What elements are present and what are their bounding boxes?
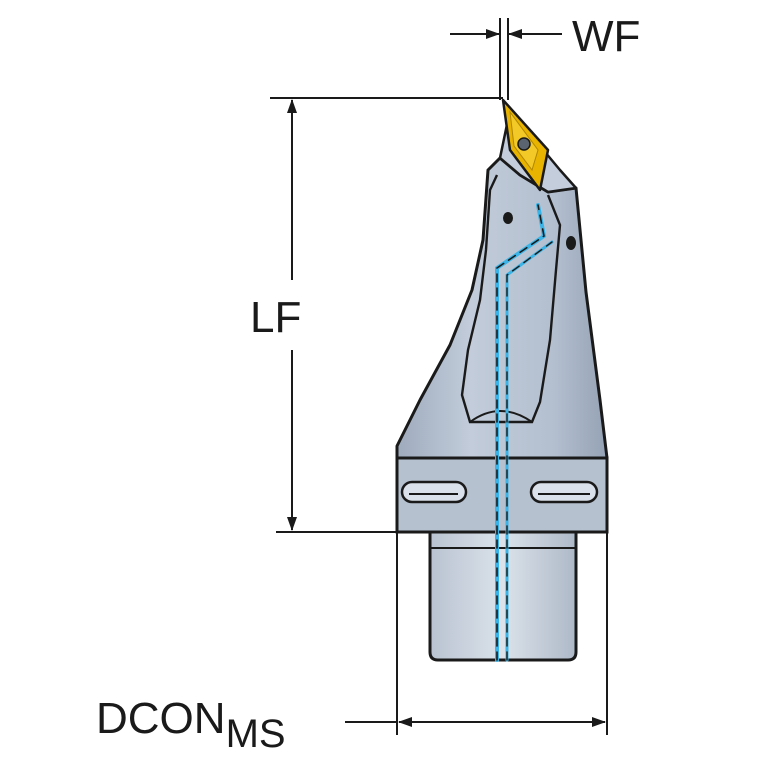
dcon-label-subscript: MS [226, 712, 286, 756]
lf-label: LF [250, 293, 301, 342]
head-relief-lower [469, 410, 533, 423]
wf-label: WF [572, 12, 640, 61]
insert-screw-icon [517, 137, 531, 151]
tool-head-body [395, 156, 609, 460]
coromant-shank [428, 530, 578, 662]
dcon-label: DCONMS [96, 694, 286, 756]
dcon-label-main: DCON [96, 694, 226, 743]
seat-screw-icon [503, 212, 513, 224]
clamp-screw-icon [566, 236, 576, 250]
coolant-channel [495, 203, 554, 662]
right-oval-slot [529, 480, 599, 504]
left-oval-slot [400, 480, 468, 504]
